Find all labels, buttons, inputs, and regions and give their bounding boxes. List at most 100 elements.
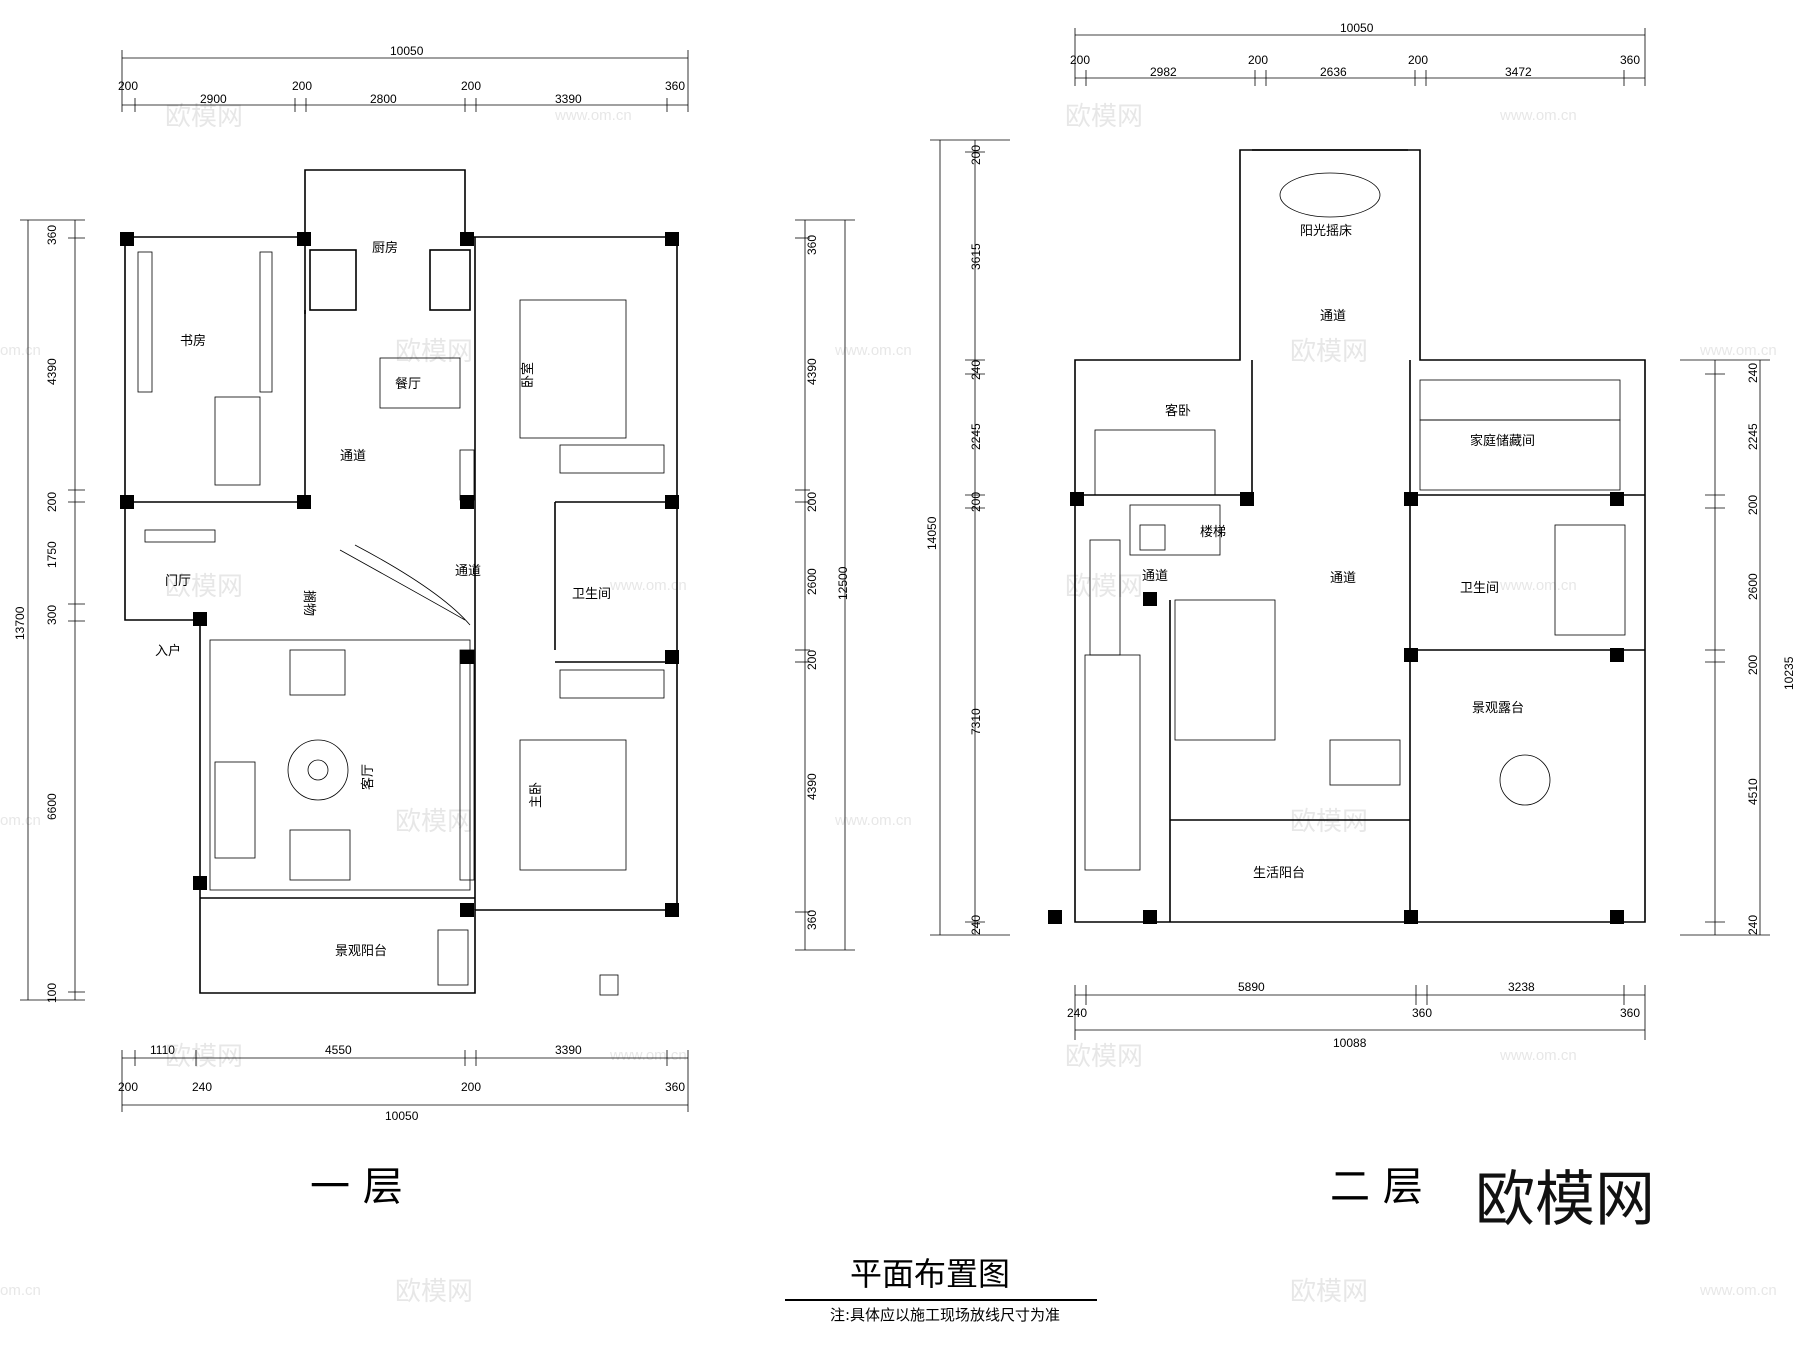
watermark-text: 欧模网	[165, 572, 243, 602]
floor1-right-dim: 2600	[805, 568, 819, 595]
floor1-right-dim: 4390	[805, 358, 819, 385]
room-bathroom2-label: 卫生间	[1460, 581, 1499, 596]
site-logo: 欧模网	[1475, 1165, 1655, 1235]
watermark-url: www.om.cn	[609, 577, 687, 594]
floor2-bottom-dim: 360	[1620, 1006, 1640, 1020]
floor1-top-dimensions: 10050 200 2900 200 2800 200 3390 360	[118, 44, 689, 112]
watermark-url: www.om.cn	[1499, 107, 1577, 124]
floor1-left-dim: 300	[45, 605, 59, 625]
watermark-text: 欧模网	[1290, 1277, 1368, 1307]
watermark-url: www.om.cn	[834, 812, 912, 829]
floor2-right-total: 10235	[1782, 656, 1796, 690]
floor2-right-dim: 240	[1746, 363, 1760, 383]
floor2-top-dimensions: 10050 200 2982 200 2636 200 3472 360	[1070, 21, 1646, 86]
floor2-left-dim: 240	[969, 360, 983, 380]
watermark-text: 欧模网	[395, 807, 473, 837]
floor2-bottom-total: 10088	[1333, 1036, 1367, 1050]
floor2-right-dim: 2600	[1746, 573, 1760, 600]
floor2-right-dimensions: 240 2245 200 2600 200 4510 240 10235	[1680, 359, 1796, 936]
watermark-url: om.cn	[0, 342, 41, 359]
floor2-left-dim: 2245	[969, 423, 983, 450]
watermark-url: www.om.cn	[609, 1047, 687, 1064]
room-corridor-label: 通道	[340, 449, 366, 464]
room-stairs-label: 楼梯	[1200, 525, 1226, 540]
watermark-url: www.om.cn	[1499, 1047, 1577, 1064]
floor2-right-dim: 2245	[1746, 423, 1760, 450]
floor1-bottom-dimensions: 1110 4550 3390 200 240 200 360 10050	[118, 1043, 689, 1123]
floor2-left-dimensions: 14050 200 3615 240 2245 200 7310 240	[925, 139, 1010, 936]
floor1-top-dim: 2900	[200, 92, 227, 106]
floor2-top-dim: 360	[1620, 53, 1640, 67]
floor2-left-dim: 200	[969, 492, 983, 512]
watermark-text: 欧模网	[1065, 1042, 1143, 1072]
floor2-top-dim: 2982	[1150, 65, 1177, 79]
room-guest-label: 客卧	[1165, 403, 1191, 419]
floor1-bottom-dim: 3390	[555, 1043, 582, 1057]
floor1-right-dim: 200	[805, 650, 819, 670]
watermark-url: www.om.cn	[1499, 577, 1577, 594]
floor2-top-dim: 200	[1248, 53, 1268, 67]
watermark-text: 欧模网	[395, 337, 473, 367]
floor2-bottom-dim: 3238	[1508, 980, 1535, 994]
floor1-bottom-dim: 200	[118, 1080, 138, 1094]
floor1-right-total: 12500	[836, 566, 850, 600]
room-hall-left-label: 通道	[1142, 569, 1168, 584]
watermark-text: 欧模网	[165, 1042, 243, 1072]
floor2-left-dim: 200	[969, 145, 983, 165]
room-corridor-top-label: 通道	[1320, 309, 1346, 324]
watermark-text: 欧模网	[1065, 572, 1143, 602]
floor1-top-dim: 3390	[555, 92, 582, 106]
floor1-plan: 10050 200 2900 200 2800 200 3390 360 137…	[13, 44, 855, 1210]
room-living-label: 客厅	[360, 764, 376, 790]
watermark-url: www.om.cn	[1699, 1282, 1777, 1299]
floor2-bottom-dim: 240	[1067, 1006, 1087, 1020]
room-bedroom-label: 卧室	[520, 362, 536, 388]
floor2-left-dim: 240	[969, 915, 983, 935]
room-balcony-label: 景观阳台	[335, 944, 387, 959]
floor1-top-dim: 360	[665, 79, 685, 93]
floor1-bottom-total: 10050	[385, 1109, 419, 1123]
floor1-bottom-dim: 200	[461, 1080, 481, 1094]
floor1-top-dim: 2800	[370, 92, 397, 106]
floor2-top-dim: 2636	[1320, 65, 1347, 79]
floor1-left-dim: 1750	[45, 541, 59, 568]
room-storage-room-label: 家庭储藏间	[1470, 433, 1535, 449]
floor1-right-dim: 360	[805, 235, 819, 255]
floor2-bottom-dim: 5890	[1238, 980, 1265, 994]
room-storage-label: 搁物	[301, 590, 316, 616]
floor2-left-total: 14050	[925, 516, 939, 550]
room-sun-room-label: 阳光摇床	[1300, 224, 1352, 239]
floor2-plan: 10050 200 2982 200 2636 200 3472 360 140…	[925, 21, 1796, 1210]
floor1-label: 一 层	[310, 1164, 403, 1210]
floor2-right-dim: 200	[1746, 495, 1760, 515]
room-bathroom-label: 卫生间	[572, 587, 611, 602]
floor2-right-dim: 240	[1746, 915, 1760, 935]
watermark-layer: 欧模网 www.om.cn 欧模网 www.om.cn 欧模网 www.om.c…	[0, 102, 1777, 1307]
floor1-right-dim: 360	[805, 910, 819, 930]
room-terrace-label: 景观露台	[1472, 701, 1524, 716]
floor2-top-dim: 200	[1408, 53, 1428, 67]
floor2-bottom-dimensions: 5890 3238 240 360 360 10088	[1067, 980, 1646, 1050]
drawing-title: 平面布置图	[850, 1255, 1010, 1293]
watermark-url: om.cn	[0, 1282, 41, 1299]
floor1-left-dim: 6600	[45, 793, 59, 820]
room-study-label: 书房	[180, 333, 206, 349]
floor1-right-dimensions: 360 4390 200 2600 200 4390 360 12500	[795, 219, 855, 951]
floor2-bottom-dim: 360	[1412, 1006, 1432, 1020]
floor1-left-total: 13700	[13, 606, 27, 640]
drawing-note: 注:具体应以施工现场放线尺寸为准	[830, 1306, 1060, 1324]
floor1-bottom-dim: 360	[665, 1080, 685, 1094]
floor2-top-dim: 3472	[1505, 65, 1532, 79]
watermark-url: om.cn	[0, 812, 41, 829]
room-entry-hall-label: 门厅	[165, 574, 191, 589]
floor1-walls	[120, 169, 679, 996]
floor1-right-dim: 4390	[805, 773, 819, 800]
floor2-right-dim: 200	[1746, 655, 1760, 675]
room-hall-center-label: 通道	[1330, 571, 1356, 586]
floor1-room-labels: 书房 厨房 餐厅 卧室 通道 门厅 入户 搁物 通道 卫生间 客厅 主卧 景观阳…	[155, 240, 611, 959]
room-dining-label: 餐厅	[395, 376, 421, 392]
floor1-bottom-dim: 240	[192, 1080, 212, 1094]
floor2-room-labels: 阳光摇床 通道 客卧 家庭储藏间 楼梯 通道 通道 卫生间 景观露台 生活阳台	[1142, 224, 1535, 881]
floor2-left-dim: 7310	[969, 708, 983, 735]
